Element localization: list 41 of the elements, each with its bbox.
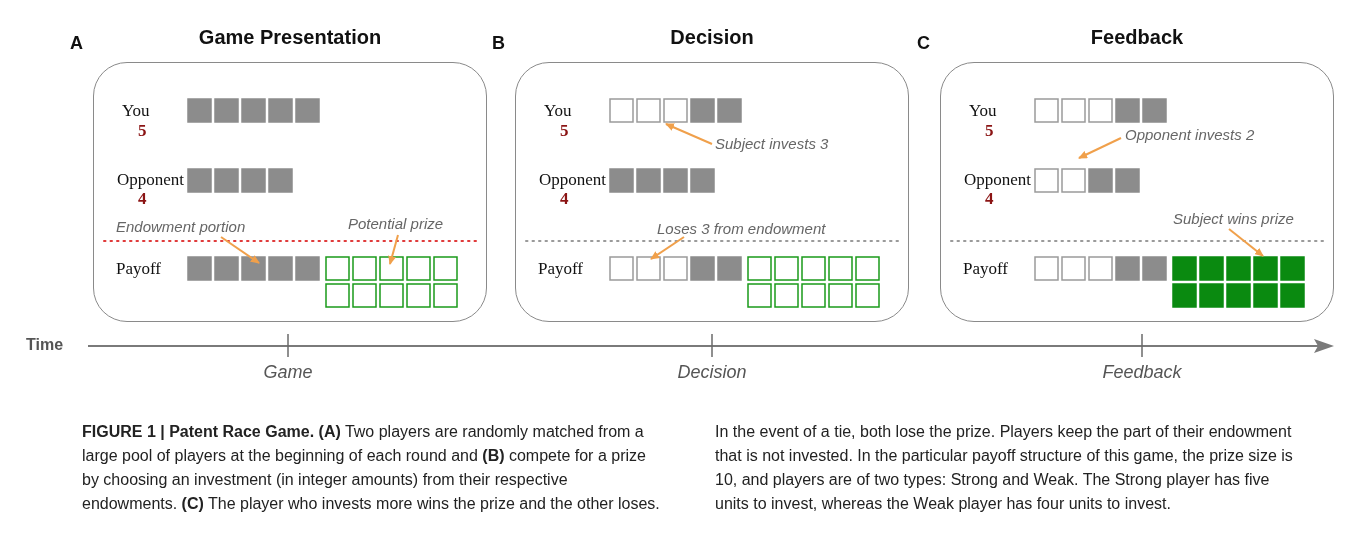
panel-letter: A xyxy=(70,33,83,54)
score-number: 5 xyxy=(985,121,994,141)
row-label: Opponent xyxy=(538,170,606,190)
panel-heading: Game Presentation xyxy=(198,26,382,49)
axis-label: Time xyxy=(26,336,64,354)
leader-line xyxy=(650,236,685,260)
callout-text: Subject invests 3 xyxy=(715,135,829,152)
score-number: 4 xyxy=(560,189,569,209)
score-number: 4 xyxy=(985,189,994,209)
callout-text: Endowment portion xyxy=(116,218,246,235)
row-label: Opponent xyxy=(116,170,184,190)
callout-text: Loses 3 from endowment xyxy=(657,220,826,237)
row-label: You xyxy=(969,101,997,121)
panel-letter: B xyxy=(492,33,505,54)
leader-line xyxy=(1078,137,1122,159)
tick-label: Decision xyxy=(677,362,747,383)
panel-heading: Decision xyxy=(670,26,754,49)
callout-text: Potential prize xyxy=(348,215,444,232)
leader-line xyxy=(1228,228,1264,257)
leader-line xyxy=(665,123,713,145)
row-label: Opponent xyxy=(963,170,1031,190)
panel-letter: C xyxy=(917,33,930,54)
score-number: 4 xyxy=(138,189,147,209)
callout-text: Subject wins prize xyxy=(1173,210,1294,227)
row-label: You xyxy=(544,101,572,121)
score-number: 5 xyxy=(560,121,569,141)
row-label: You xyxy=(122,101,150,121)
panel-card xyxy=(515,62,909,322)
row-label: Payoff xyxy=(538,259,583,279)
leader-line xyxy=(388,234,399,265)
panel-heading: Feedback xyxy=(1090,26,1184,49)
figure-caption: FIGURE 1 | Patent Race Game. (A) Two players are randomly matched from a large pool of players at the beginning of each round and (B) compete for a prize by choosing an investment (in integer amounts) from their respective endowments. (C) The player who invests more wins the prize and the other loses. In the event of a tie, both lose the prize. Players keep the part of their endowment that is not invested. In the particular payoff structure of this game, the prize size is 10, and players are of two types: Strong and Weak. The Strong player has five units to invest, whereas the Weak player has four units to invest. xyxy=(82,422,1294,514)
row-label: Payoff xyxy=(963,259,1008,279)
panel-card xyxy=(940,62,1334,322)
row-label: Payoff xyxy=(116,259,161,279)
leader-line xyxy=(220,236,260,264)
panel-card xyxy=(93,62,487,322)
tick-label: Feedback xyxy=(1102,362,1182,383)
tick-label: Game xyxy=(263,362,313,383)
callout-text: Opponent invests 2 xyxy=(1125,126,1255,143)
score-number: 5 xyxy=(138,121,147,141)
